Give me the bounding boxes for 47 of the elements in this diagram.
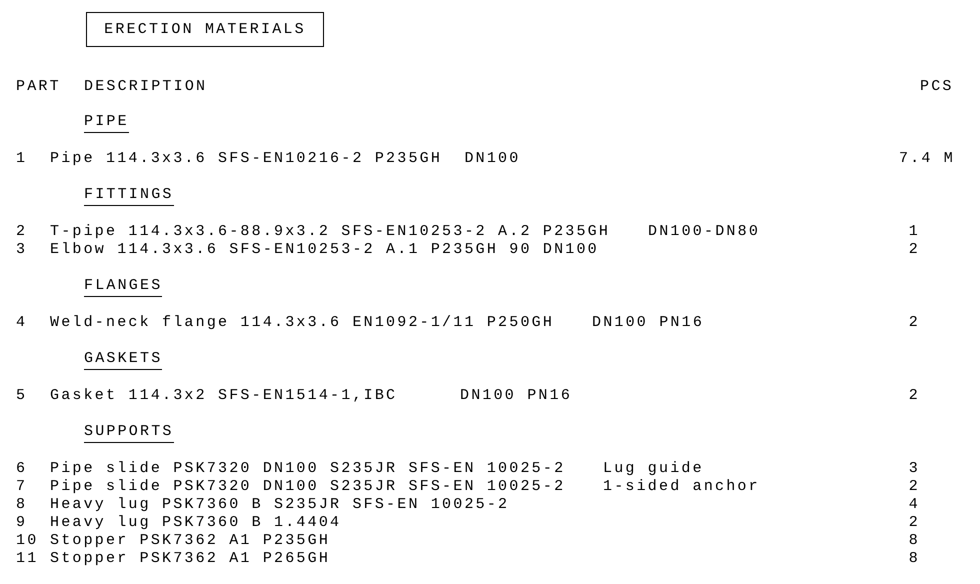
quantity: 1 (908, 223, 920, 241)
section-heading: PIPE (84, 114, 129, 133)
column-header: PART (16, 78, 61, 96)
item-description: Heavy lug PSK7360 B S235JR SFS-EN 10025-2 (50, 496, 510, 514)
item-description: Weld-neck flange 114.3x3.6 EN1092-1/11 P250GH (50, 314, 554, 332)
section-heading: FITTINGS (84, 187, 174, 206)
column-header: PCS (920, 78, 954, 96)
quantity: 2 (908, 514, 920, 532)
item-description: Stopper PSK7362 A1 P265GH (50, 550, 330, 568)
part-number: 8 (16, 496, 28, 514)
item-description: Pipe slide PSK7320 DN100 S235JR SFS-EN 10025-2 (50, 478, 566, 496)
quantity: 4 (908, 496, 920, 514)
part-number: 3 (16, 241, 28, 259)
item-size: DN100-DN80 (648, 223, 760, 241)
quantity: 3 (908, 460, 920, 478)
part-number: 9 (16, 514, 28, 532)
item-size: DN100 PN16 (592, 314, 704, 332)
item-description: Pipe 114.3x3.6 SFS-EN10216-2 P235GH DN100 (50, 150, 520, 168)
column-header: DESCRIPTION (84, 78, 208, 96)
item-description: T-pipe 114.3x3.6-88.9x3.2 SFS-EN10253-2 A.2 P235GH (50, 223, 610, 241)
item-description: Pipe slide PSK7320 DN100 S235JR SFS-EN 10025-2 (50, 460, 566, 478)
part-number: 4 (16, 314, 28, 332)
quantity: 8 (908, 532, 920, 550)
section-heading: SUPPORTS (84, 424, 174, 443)
part-number: 10 (16, 532, 38, 550)
item-note: Lug guide (603, 460, 704, 478)
section-heading: GASKETS (84, 351, 162, 370)
item-note: 1-sided anchor (603, 478, 760, 496)
part-number: 6 (16, 460, 28, 478)
part-number: 1 (16, 150, 28, 168)
quantity: 7.4 M (898, 150, 955, 168)
item-description: Elbow 114.3x3.6 SFS-EN10253-2 A.1 P235GH 90 DN100 (50, 241, 599, 259)
item-description: Gasket 114.3x2 SFS-EN1514-1,IBC (50, 387, 398, 405)
title-box: ERECTION MATERIALS (86, 12, 324, 47)
quantity: 2 (908, 314, 920, 332)
quantity: 2 (908, 387, 920, 405)
quantity: 8 (908, 550, 920, 568)
item-description: Stopper PSK7362 A1 P235GH (50, 532, 330, 550)
section-heading: FLANGES (84, 278, 162, 297)
part-number: 2 (16, 223, 28, 241)
item-description: Heavy lug PSK7360 B 1.4404 (50, 514, 342, 532)
quantity: 2 (908, 241, 920, 259)
quantity: 2 (908, 478, 920, 496)
part-number: 11 (16, 550, 38, 568)
part-number: 5 (16, 387, 28, 405)
part-number: 7 (16, 478, 28, 496)
item-size: DN100 PN16 (460, 387, 572, 405)
